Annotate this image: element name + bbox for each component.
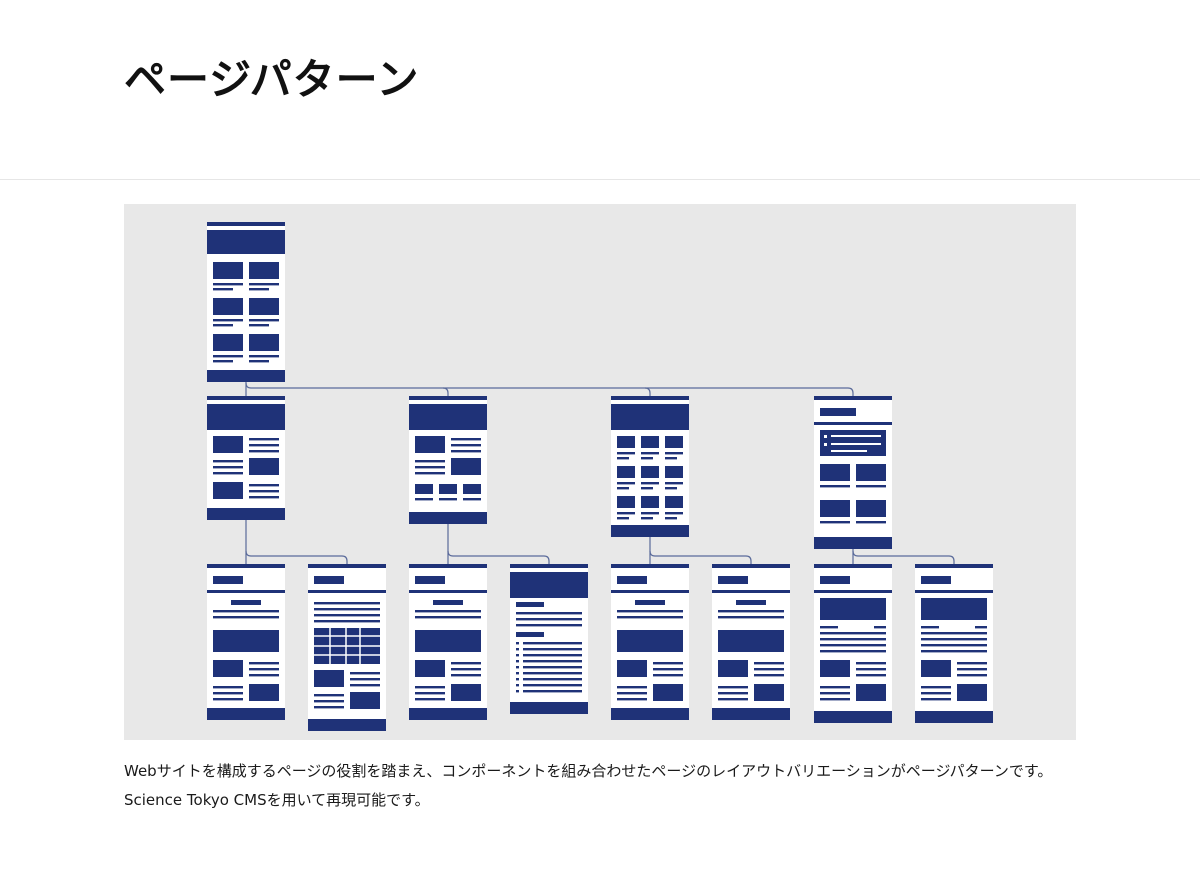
connector-line (245, 382, 848, 389)
page-frame-index-a (207, 396, 285, 520)
connector-line (745, 555, 752, 564)
connector-line (442, 387, 449, 396)
connector-line (948, 555, 955, 564)
description-text: Webサイトを構成するページの役割を踏まえ、コンポーネントを組み合わせたページの… (124, 762, 1053, 809)
connector-lines (245, 382, 955, 564)
connector-line (341, 555, 348, 564)
header-divider (0, 179, 1200, 180)
page-frame-detail-a2 (308, 564, 386, 731)
page-frame-index-d (814, 396, 892, 549)
connector-line (543, 555, 550, 564)
page-frame-detail-d1 (814, 564, 892, 723)
page-pattern-tree (207, 222, 993, 731)
page-pattern-diagram (124, 204, 1076, 740)
page-frame-detail-c1 (611, 564, 689, 720)
page-frame-detail-b2 (510, 564, 588, 714)
page-frame-index-b (409, 396, 487, 524)
page-frame-index-c (611, 396, 689, 537)
page-frame-detail-b1 (409, 564, 487, 720)
page-frame-detail-d2 (915, 564, 993, 723)
connector-line (644, 387, 651, 396)
page-frame-detail-a1 (207, 564, 285, 720)
connector-line (847, 387, 854, 396)
page-title: ページパターン (124, 55, 420, 104)
connector-line (245, 520, 342, 557)
connector-line (649, 537, 746, 557)
connector-line (447, 524, 544, 557)
page-frame-detail-c2 (712, 564, 790, 720)
connector-line (852, 549, 949, 557)
page-frame-top (207, 222, 285, 382)
